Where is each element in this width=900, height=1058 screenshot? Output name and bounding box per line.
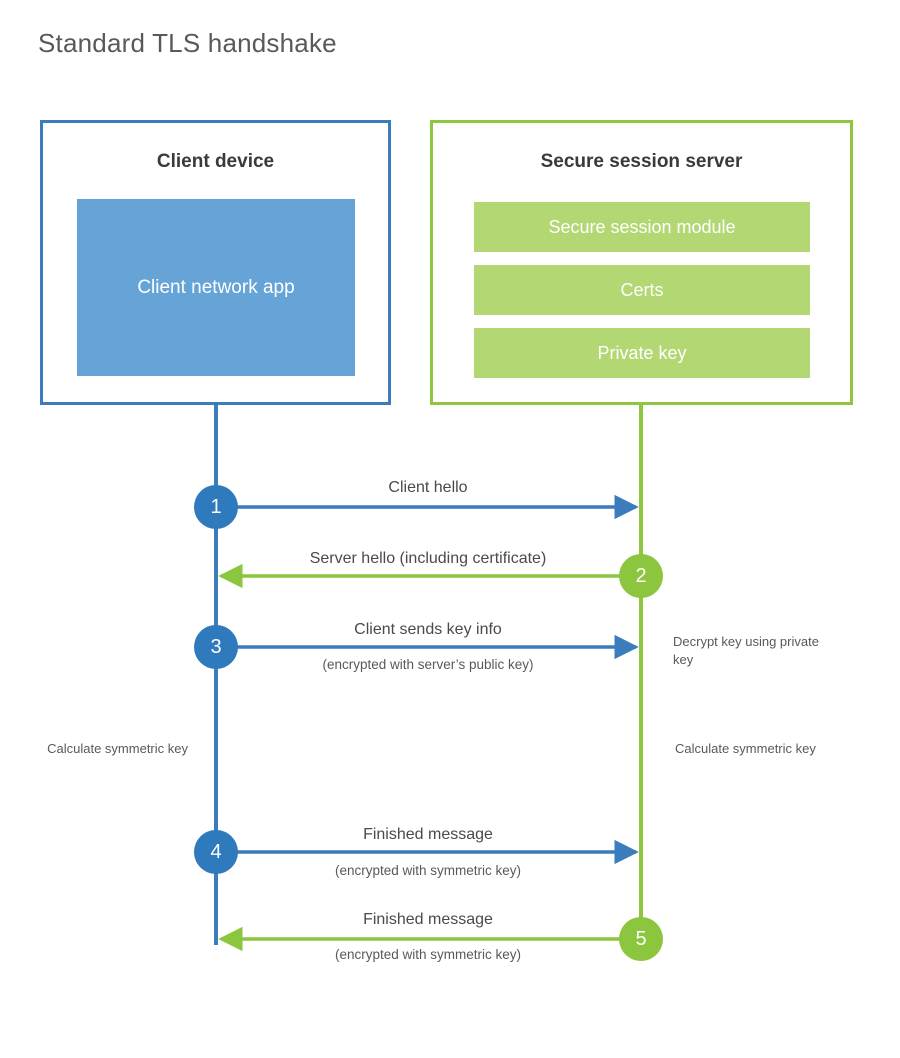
step-badge-2[interactable]: 2 xyxy=(619,554,663,598)
message-sublabel-step-4: (encrypted with symmetric key) xyxy=(334,863,522,878)
message-label-step-3: Client sends key info xyxy=(354,621,502,638)
message-sublabel-step-5: (encrypted with symmetric key) xyxy=(334,947,522,962)
note-client-calculate-symmetric-key: Calculate symmetric key xyxy=(47,741,188,756)
message-label-step-1: Client hello xyxy=(388,479,468,496)
secure-session-server-title: Secure session server xyxy=(540,151,743,172)
note-decrypt-key: Decrypt key using private key xyxy=(673,634,819,667)
client-network-app-block: Client network app xyxy=(77,199,355,376)
secure-session-server-panel: Secure session server Secure session mod… xyxy=(430,120,853,405)
step-badge-1[interactable]: 1 xyxy=(194,485,238,529)
note-server-calculate-symmetric-key: Calculate symmetric key xyxy=(675,741,816,756)
client-device-title: Client device xyxy=(156,151,275,172)
step-badge-4[interactable]: 4 xyxy=(194,830,238,874)
client-device-panel: Client device Client network app xyxy=(40,120,391,405)
step-badge-5[interactable]: 5 xyxy=(619,917,663,961)
message-sublabel-step-3: (encrypted with server’s public key) xyxy=(322,657,534,672)
message-label-step-2: Server hello (including certificate) xyxy=(309,550,547,567)
server-block-certs: Certs xyxy=(474,265,810,315)
page-title: Standard TLS handshake xyxy=(38,28,337,58)
server-lifeline xyxy=(639,405,643,940)
server-block-secure-session-module: Secure session module xyxy=(474,202,810,252)
client-lifeline xyxy=(214,405,218,945)
message-label-step-4: Finished message xyxy=(363,826,493,843)
step-badge-3[interactable]: 3 xyxy=(194,625,238,669)
message-label-step-5: Finished message xyxy=(363,911,493,928)
server-block-private-key: Private key xyxy=(474,328,810,378)
